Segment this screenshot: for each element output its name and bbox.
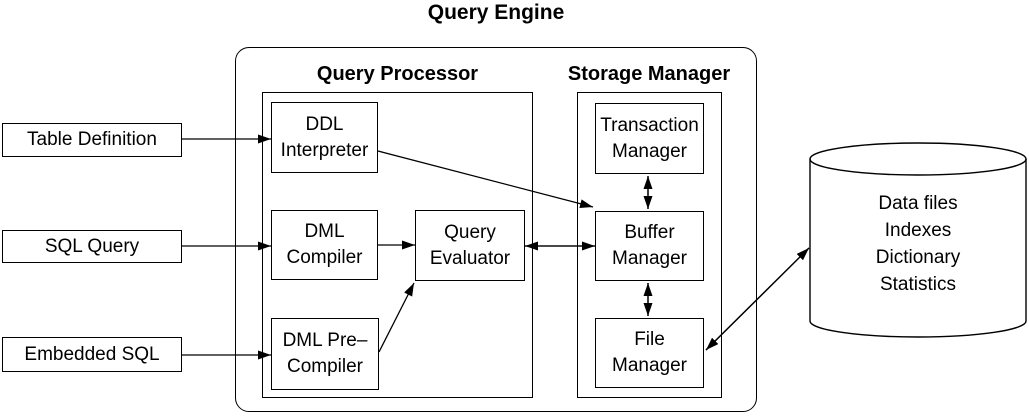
buffer-manager-box: Buffer Manager: [595, 211, 704, 281]
database-line-indexes: Indexes: [884, 220, 952, 241]
query-engine-container: [235, 47, 757, 412]
storage-manager-section: [577, 92, 722, 398]
database-contents: Data files Indexes Dictionary Statistics: [810, 190, 1026, 298]
dml-precompiler-box: DML Pre– Compiler: [271, 318, 379, 390]
file-manager-box: File Manager: [595, 318, 704, 388]
ddl-interpreter-box: DDL Interpreter: [271, 102, 378, 173]
transaction-manager-box: Transaction Manager: [595, 103, 704, 174]
storage-manager-title: Storage Manager: [567, 63, 731, 85]
table-definition-box: Table Definition: [2, 123, 182, 157]
database-line-dictionary: Dictionary: [875, 247, 961, 268]
sql-query-box: SQL Query: [2, 230, 182, 263]
database-line-data-files: Data files: [878, 193, 958, 214]
dml-compiler-box: DML Compiler: [271, 210, 378, 280]
database-line-statistics: Statistics: [879, 274, 957, 295]
query-evaluator-box: Query Evaluator: [415, 210, 525, 281]
embedded-sql-box: Embedded SQL: [2, 337, 182, 372]
query-processor-title: Query Processor: [316, 63, 479, 85]
diagram-title: Query Engine: [427, 1, 565, 24]
